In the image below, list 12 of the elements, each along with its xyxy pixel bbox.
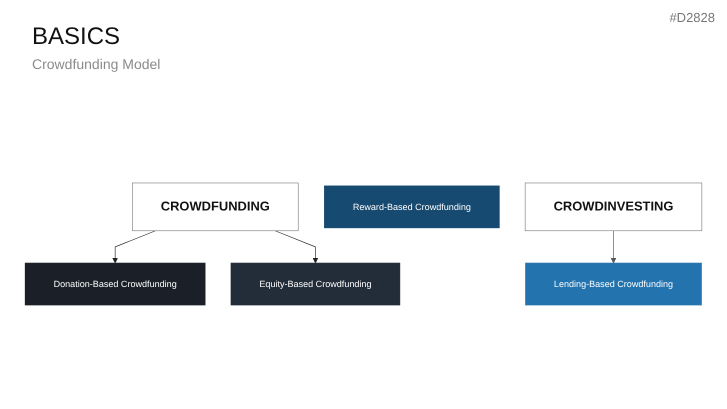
node-box: Lending-Based Crowdfunding [525, 262, 702, 306]
node-box: CROWDFUNDING [132, 182, 299, 232]
slide-code: #D2828 [669, 10, 715, 25]
node-box: Equity-Based Crowdfunding [230, 262, 400, 306]
node-box: Donation-Based Crowdfunding [24, 262, 206, 306]
node-box: Reward-Based Crowdfunding [324, 186, 500, 228]
slide-subtitle: Crowdfunding Model [32, 56, 160, 72]
arrow [610, 230, 616, 264]
slide-title: BASICS [32, 24, 120, 50]
node-box: CROWDINVESTING [524, 182, 702, 232]
arrow [112, 230, 156, 264]
arrow [274, 230, 318, 264]
